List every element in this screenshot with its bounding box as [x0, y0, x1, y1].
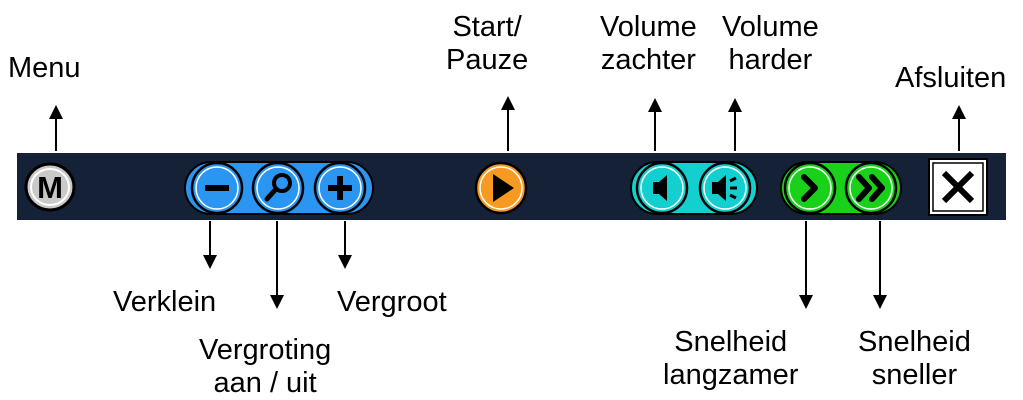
zoom-button-group — [183, 158, 375, 216]
label-start-pause: Start/ Pauze — [446, 11, 529, 76]
arrow-speed-up — [873, 221, 887, 309]
volume-button-group — [629, 158, 759, 216]
label-volume-up: Volume harder — [722, 11, 819, 76]
arrow-volume-down — [648, 98, 662, 151]
label-zoom-out: Verklein — [113, 286, 217, 318]
label-speed-up: Snelheid sneller — [858, 326, 971, 391]
label-zoom-toggle: Vergroting aan / uit — [199, 334, 332, 399]
label-menu: Menu — [8, 52, 81, 84]
arrow-zoom-in — [338, 221, 352, 269]
menu-letter-icon: M — [37, 170, 63, 205]
arrow-zoom-toggle — [270, 221, 284, 309]
volume-down-button[interactable] — [635, 161, 689, 215]
close-button[interactable] — [927, 157, 989, 217]
label-volume-down: Volume zachter — [600, 11, 697, 76]
player-toolbar: M — [17, 153, 1006, 220]
zoom-out-button[interactable] — [190, 161, 244, 215]
plus-icon — [328, 176, 352, 200]
arrow-menu — [49, 105, 63, 151]
arrow-zoom-out — [203, 221, 217, 269]
volume-up-button[interactable] — [698, 161, 752, 215]
speed-up-button[interactable] — [844, 161, 898, 215]
speaker-icon — [653, 175, 667, 201]
chevron-right-icon — [801, 174, 818, 202]
arrow-volume-up — [728, 98, 742, 151]
label-zoom-in: Vergroot — [337, 286, 447, 318]
play-pause-button[interactable] — [473, 158, 529, 216]
speed-down-button[interactable] — [783, 161, 837, 215]
double-chevron-right-icon — [856, 174, 885, 202]
play-icon — [493, 174, 514, 202]
arrow-speed-down — [799, 221, 813, 309]
speed-button-group — [779, 158, 903, 216]
zoom-in-button[interactable] — [313, 161, 367, 215]
arrow-start-pause — [501, 96, 515, 151]
label-close: Afsluiten — [895, 62, 1007, 94]
minus-icon — [205, 185, 229, 191]
magnifier-icon — [264, 173, 292, 202]
menu-button[interactable]: M — [23, 161, 77, 213]
speaker-loud-icon — [712, 175, 737, 201]
zoom-toggle-button[interactable] — [251, 161, 305, 215]
label-speed-down: Snelheid langzamer — [663, 326, 799, 391]
arrow-close — [952, 105, 966, 151]
x-icon — [941, 170, 975, 204]
